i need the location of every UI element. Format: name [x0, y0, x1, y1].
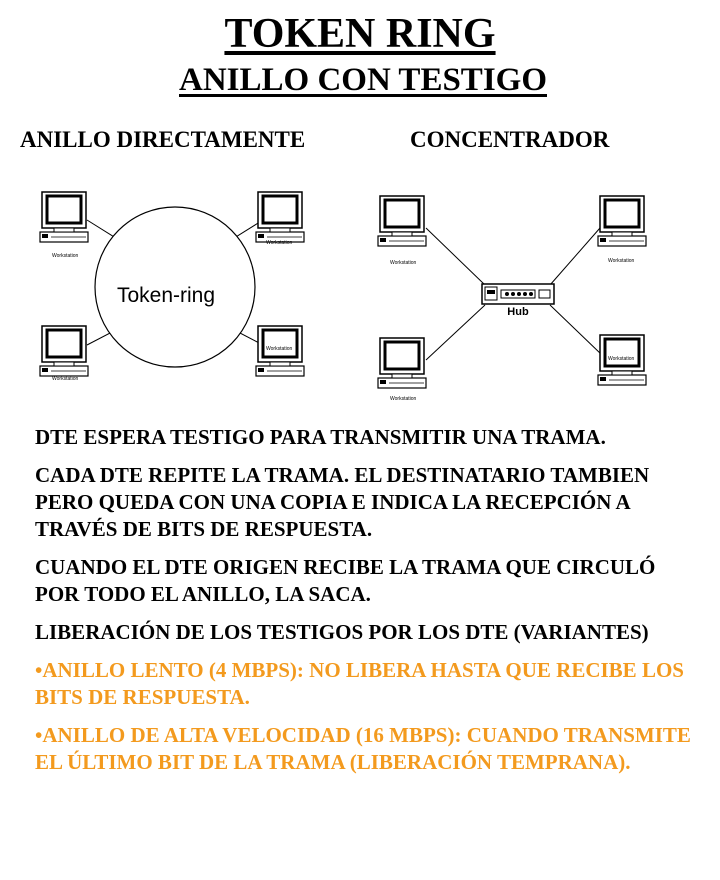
token-ring-diagram: Token-ring Workstation Workstation Works…	[38, 190, 306, 382]
workstation-icon: Workstation	[254, 324, 306, 378]
workstation-label: Workstation	[608, 258, 635, 264]
workstation-icon: Workstation	[38, 324, 90, 382]
workstation-icon: Workstation	[376, 194, 428, 266]
bullet-fast-ring: •ANILLO DE ALTA VELOCIDAD (16 MBPS): CUA…	[35, 723, 691, 774]
workstation-label: Workstation	[266, 240, 293, 246]
workstation-icon: Workstation	[254, 190, 306, 246]
token-ring-label: Token-ring	[117, 284, 215, 307]
hub-diagram: Hub Workstation Workstation Workstation …	[376, 194, 648, 402]
workstation-icon: Workstation	[596, 194, 648, 264]
hub-text: Hub	[507, 306, 529, 318]
ring-direct-label: ANILLO DIRECTAMENTE	[20, 127, 306, 152]
workstation-label: Workstation	[390, 260, 417, 266]
paragraph: DTE ESPERA TESTIGO PARA TRANSMITIR UNA T…	[35, 425, 606, 449]
network-hub-icon: Hub	[481, 283, 555, 318]
bullet-slow-ring: •ANILLO LENTO (4 MBPS): NO LIBERA HASTA …	[35, 658, 684, 709]
workstation-label: Workstation	[52, 253, 79, 259]
paragraph: CADA DTE REPITE LA TRAMA. EL DESTINATARI…	[35, 463, 650, 541]
workstation-icon: Workstation	[376, 336, 428, 402]
paragraph: CUANDO EL DTE ORIGEN RECIBE LA TRAMA QUE…	[35, 555, 656, 606]
workstation-label: Workstation	[266, 346, 293, 352]
workstation-label: Workstation	[608, 356, 635, 362]
workstation-label: Workstation	[52, 376, 79, 382]
body-text: DTE ESPERA TESTIGO PARA TRANSMITIR UNA T…	[35, 424, 695, 787]
hub-label: CONCENTRADOR	[410, 127, 610, 152]
workstation-icon: Workstation	[38, 190, 90, 259]
paragraph: LIBERACIÓN DE LOS TESTIGOS POR LOS DTE (…	[35, 620, 649, 644]
page-title: TOKEN RING	[224, 11, 496, 57]
workstation-label: Workstation	[390, 396, 417, 402]
workstation-icon: Workstation	[596, 333, 648, 387]
page-subtitle: ANILLO CON TESTIGO	[179, 62, 547, 98]
